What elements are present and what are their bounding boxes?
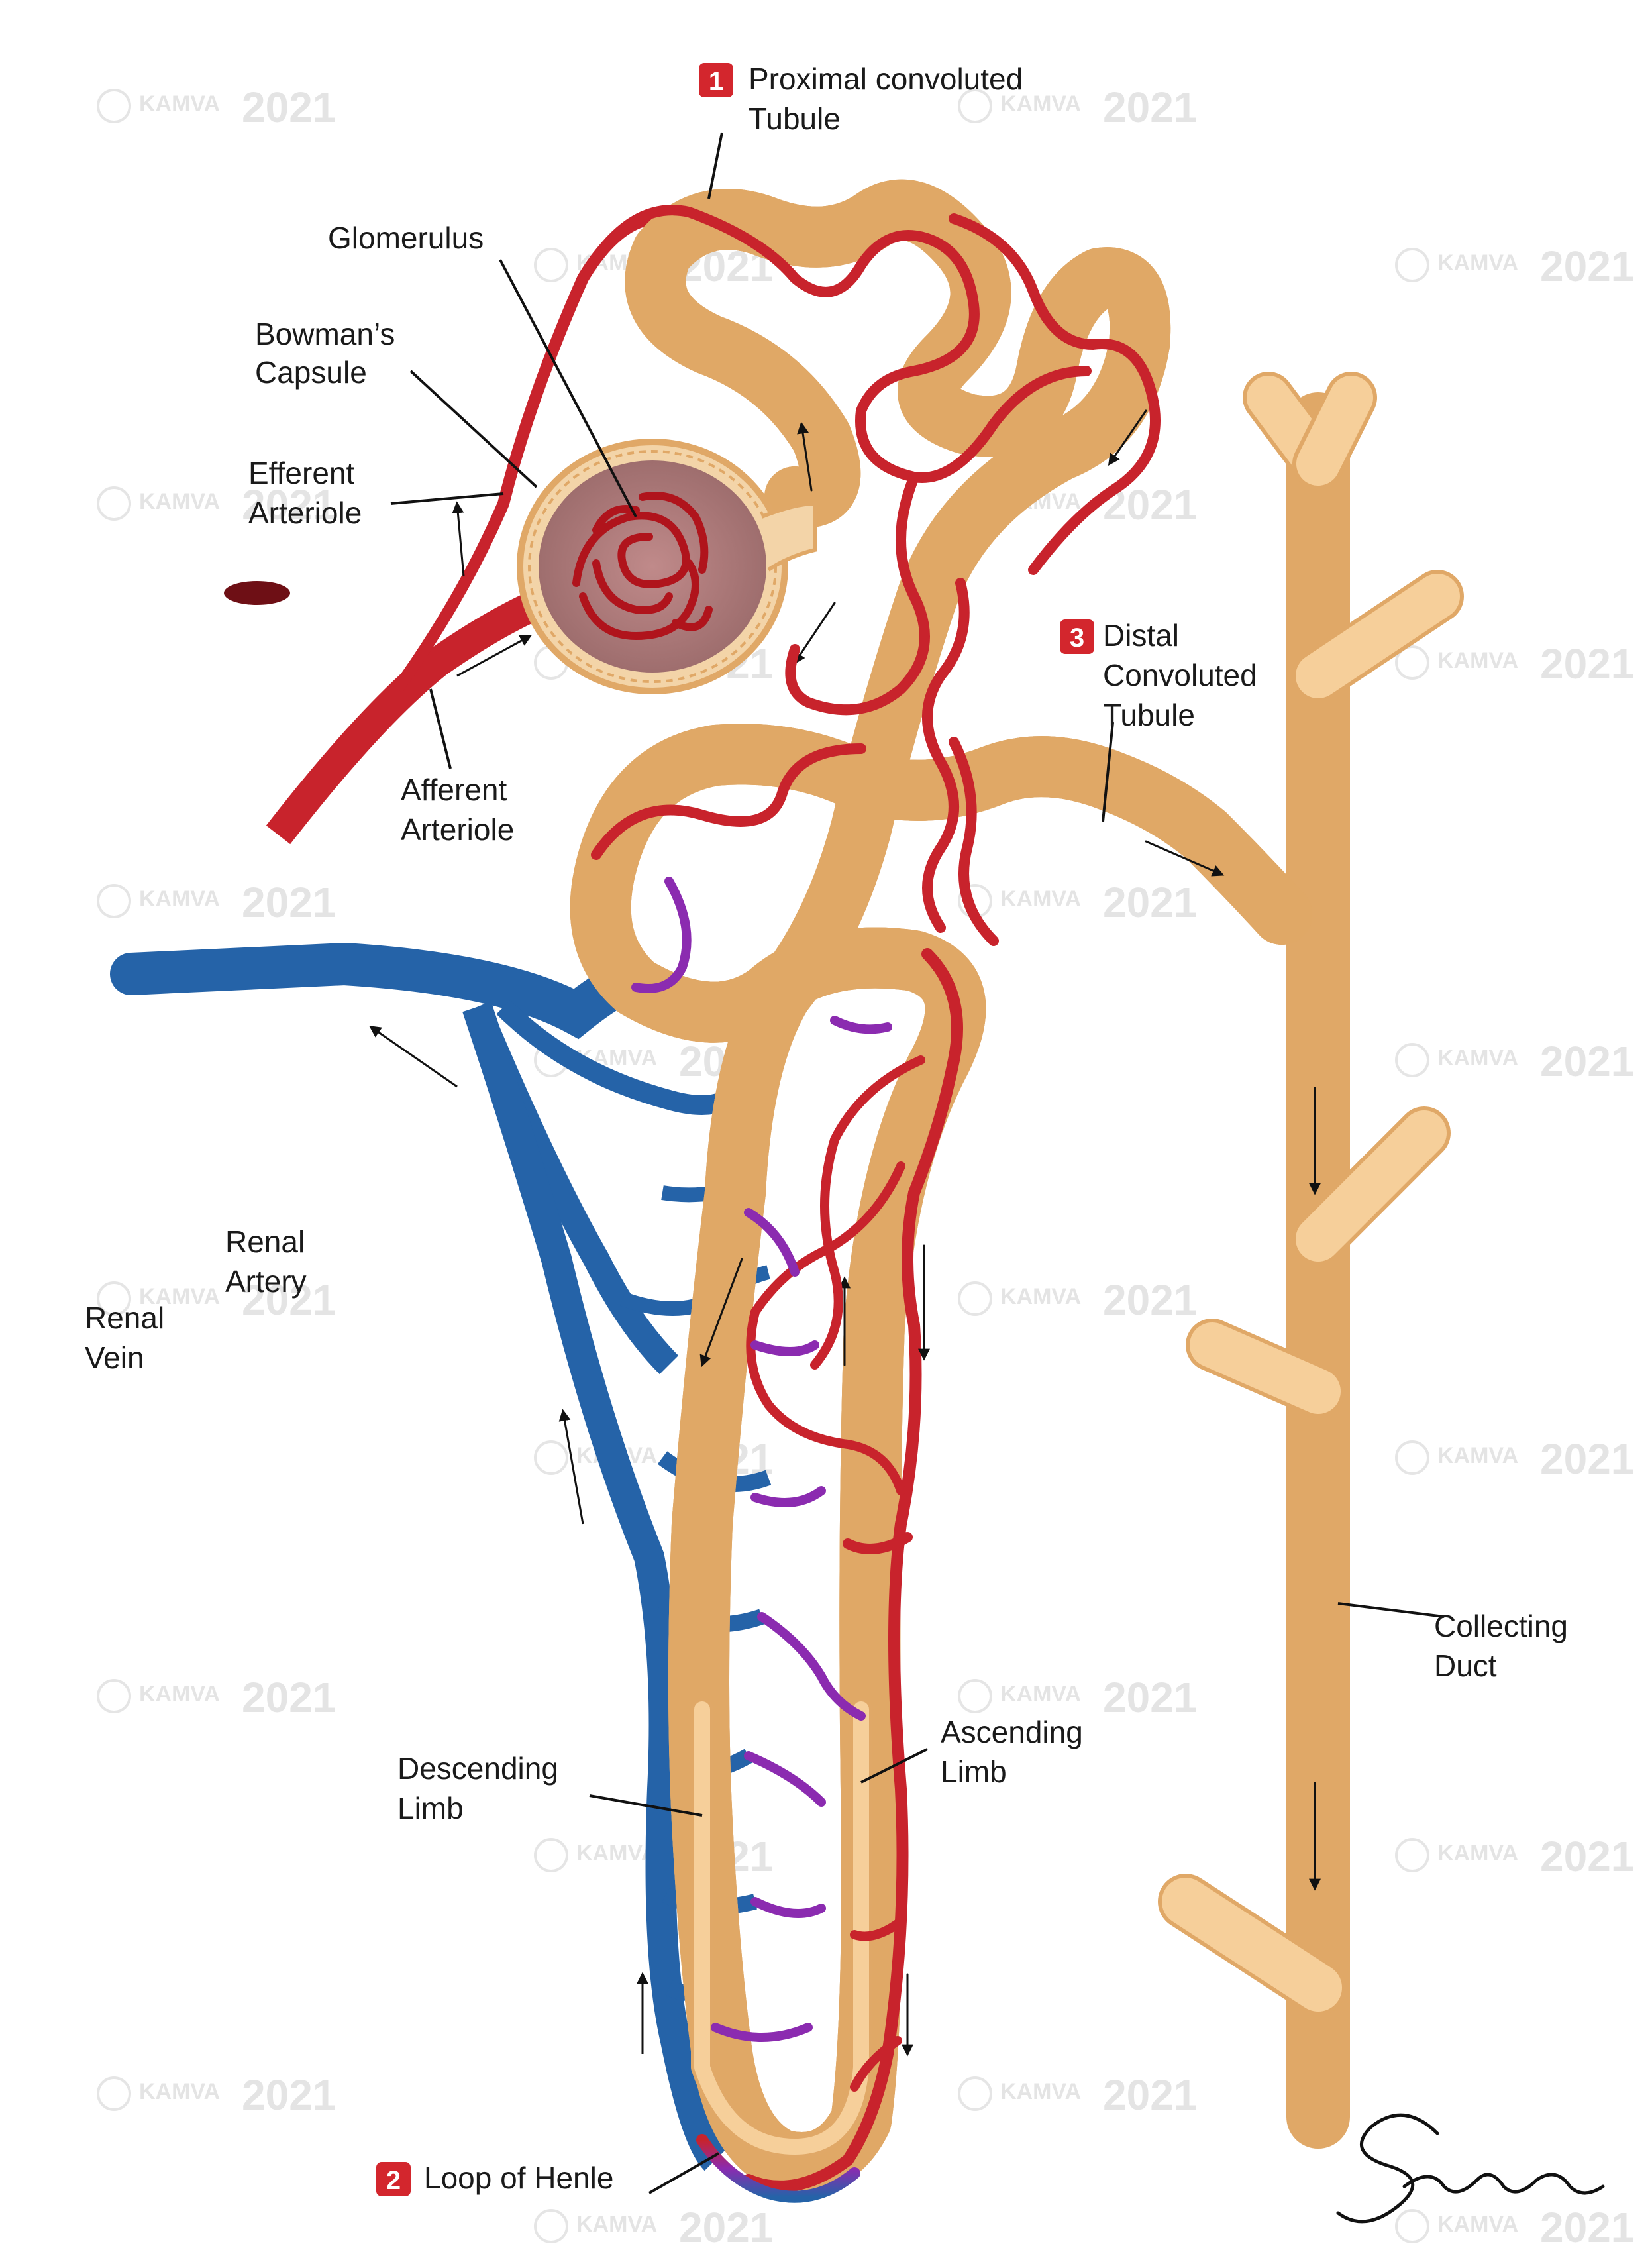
ascending-label-line2: Limb xyxy=(941,1754,1007,1789)
watermark-year: 2021 xyxy=(1103,879,1197,926)
descending-label-line2: Limb xyxy=(397,1791,464,1825)
label-loop-of-henle: 2 Loop of Henle xyxy=(376,2161,613,2196)
watermark-brand: KAMVA xyxy=(576,2212,657,2237)
badge-2 xyxy=(376,2162,411,2196)
watermark-brand: KAMVA xyxy=(1437,1443,1518,1468)
watermark-brand: KAMVA xyxy=(139,1682,220,1707)
watermark-year: 2021 xyxy=(242,481,336,529)
bowman-label-line1: Bowman’s xyxy=(255,317,395,351)
watermark-year: 2021 xyxy=(1540,2204,1634,2251)
watermark: KAMVA 2021 xyxy=(958,1674,1197,1721)
watermark-brand: KAMVA xyxy=(139,91,220,117)
watermark-year: 2021 xyxy=(242,1276,336,1324)
label-distal-convoluted-tubule: 3 Distal Convoluted Tubule xyxy=(1060,618,1257,732)
watermark-year: 2021 xyxy=(679,2204,773,2251)
badge-3 xyxy=(1060,619,1094,654)
watermark-brand: KAMVA xyxy=(1437,648,1518,673)
watermark-brand: KAMVA xyxy=(1437,1046,1518,1071)
watermark-brand: KAMVA xyxy=(1437,1841,1518,1866)
watermark-year: 2021 xyxy=(1103,83,1197,131)
watermark: KAMVA 2021 xyxy=(97,1674,336,1721)
watermark-brand: KAMVA xyxy=(1000,91,1081,117)
watermark: KAMVA 2021 xyxy=(1395,640,1634,688)
descending-label-line1: Descending xyxy=(397,1751,558,1786)
renal-vein-label-line2: Vein xyxy=(85,1340,144,1375)
bowman-label-line2: Capsule xyxy=(255,355,367,390)
watermark-year: 2021 xyxy=(242,2071,336,2119)
watermark-brand: KAMVA xyxy=(1437,2212,1518,2237)
dct-label-line3: Tubule xyxy=(1103,698,1195,732)
badge-2-number: 2 xyxy=(386,2166,401,2195)
loop-label: Loop of Henle xyxy=(424,2161,613,2195)
watermark: KAMVA 2021 xyxy=(534,2204,773,2251)
watermark-year: 2021 xyxy=(1103,2071,1197,2119)
watermark-year: 2021 xyxy=(1540,1435,1634,1483)
watermark: KAMVA 2021 xyxy=(1395,1833,1634,1880)
watermark-year: 2021 xyxy=(1540,1833,1634,1880)
glomerulus-label: Glomerulus xyxy=(328,221,484,255)
renal-vein-label-line1: Renal xyxy=(85,1301,164,1335)
watermark: KAMVA 2021 xyxy=(97,2071,336,2119)
watermark-year: 2021 xyxy=(242,83,336,131)
pct-label-line1: Proximal convoluted xyxy=(749,62,1023,96)
watermark: KAMVA 2021 xyxy=(1395,2204,1634,2251)
collecting-label-line2: Duct xyxy=(1434,1648,1497,1683)
watermark: KAMVA 2021 xyxy=(1395,1038,1634,1085)
leader-lines xyxy=(390,132,1445,2194)
artist-signature xyxy=(1336,2113,1605,2224)
watermark-brand: KAMVA xyxy=(1000,1682,1081,1707)
watermark-year: 2021 xyxy=(1540,1038,1634,1085)
watermark-brand: KAMVA xyxy=(1000,1284,1081,1309)
watermark-year: 2021 xyxy=(1103,1674,1197,1721)
dct-label-line2: Convoluted xyxy=(1103,658,1257,692)
watermark-brand: KAMVA xyxy=(576,1841,657,1866)
watermark-year: 2021 xyxy=(1540,242,1634,290)
dct-label-line1: Distal xyxy=(1103,618,1179,653)
collecting-duct xyxy=(1158,372,1464,2149)
afferent-label-line1: Afferent xyxy=(401,773,507,807)
watermark-brand: KAMVA xyxy=(139,489,220,514)
nephron-tubule xyxy=(601,210,1312,2163)
afferent-label-line2: Arteriole xyxy=(401,812,514,847)
peritubular-capillaries xyxy=(578,205,1161,2203)
watermark-brand: KAMVA xyxy=(139,2079,220,2104)
label-proximal-convoluted-tubule: 1 Proximal convoluted Tubule xyxy=(699,62,1023,136)
badge-1 xyxy=(699,63,733,97)
ascending-label-line1: Ascending xyxy=(941,1715,1083,1749)
watermark: KAMVA 2021 xyxy=(97,83,336,131)
pct-label-line2: Tubule xyxy=(749,101,841,136)
badge-3-number: 3 xyxy=(1070,623,1084,653)
efferent-label-line1: Efferent xyxy=(248,456,354,490)
watermark-year: 2021 xyxy=(1103,1276,1197,1324)
renal-artery-label-line2: Artery xyxy=(225,1264,307,1299)
watermark: KAMVA 2021 xyxy=(1395,242,1634,290)
watermark-year: 2021 xyxy=(1540,640,1634,688)
watermark-brand: KAMVA xyxy=(1437,250,1518,276)
collecting-label-line1: Collecting xyxy=(1434,1609,1568,1643)
watermark: KAMVA 2021 xyxy=(958,1276,1197,1324)
watermark: KAMVA 2021 xyxy=(97,481,336,529)
watermark-year: 2021 xyxy=(242,1674,336,1721)
renal-artery-label-line1: Renal xyxy=(225,1224,305,1259)
watermark: KAMVA 2021 xyxy=(958,879,1197,926)
watermark: KAMVA 2021 xyxy=(958,2071,1197,2119)
watermark: KAMVA 2021 xyxy=(1395,1435,1634,1483)
watermark-brand: KAMVA xyxy=(1000,2079,1081,2104)
watermark-brand: KAMVA xyxy=(1000,887,1081,912)
efferent-label-line2: Arteriole xyxy=(248,496,362,530)
watermark: KAMVA 2021 xyxy=(958,83,1197,131)
badge-1-number: 1 xyxy=(709,67,723,96)
